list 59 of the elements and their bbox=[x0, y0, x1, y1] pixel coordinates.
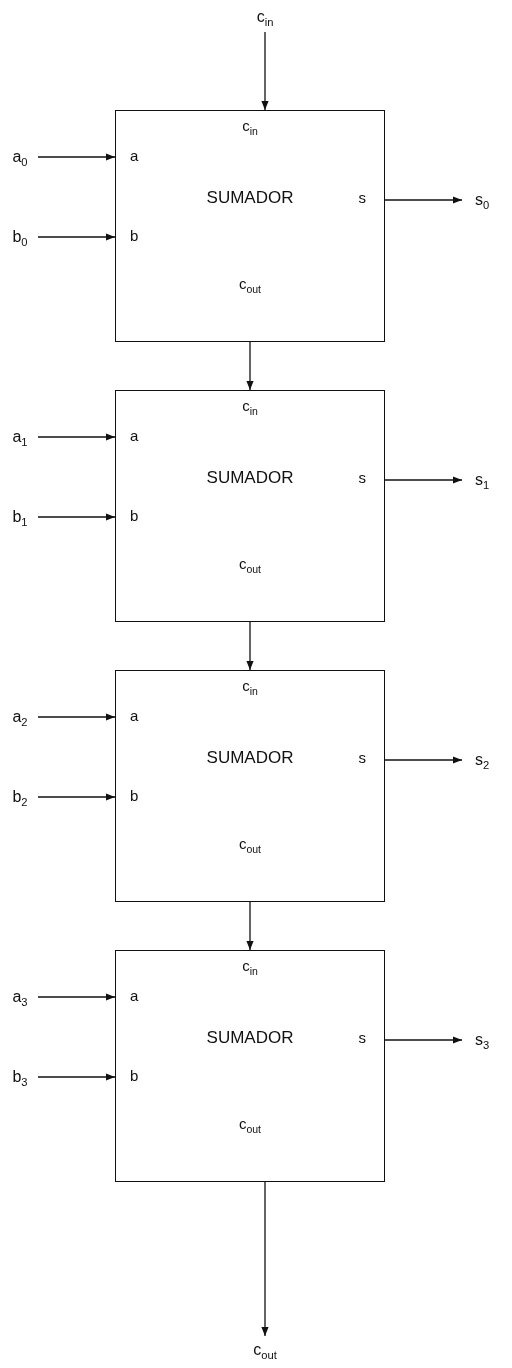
port-label: c$_{in}$ bbox=[242, 957, 258, 974]
adder-block bbox=[115, 110, 385, 342]
signal-label: b$_{2}$ bbox=[12, 788, 28, 806]
port-label: a bbox=[130, 707, 139, 724]
arrow bbox=[261, 31, 269, 111]
arrow bbox=[384, 1036, 463, 1044]
signal-label: b$_{3}$ bbox=[12, 1068, 28, 1086]
arrow bbox=[37, 513, 116, 521]
signal-label: b$_{0}$ bbox=[12, 228, 28, 246]
port-label: s bbox=[358, 749, 366, 766]
arrow bbox=[384, 476, 463, 484]
arrow bbox=[384, 756, 463, 764]
port-label: a bbox=[130, 987, 139, 1004]
port-label: c$_{out}$ bbox=[238, 835, 262, 852]
arrow bbox=[37, 153, 116, 161]
signal-label: c$_{in}$ bbox=[256, 8, 274, 26]
port-label: b bbox=[130, 507, 139, 524]
arrow bbox=[37, 1073, 116, 1081]
port-label: s bbox=[358, 189, 366, 206]
signal-label: s$_{1}$ bbox=[474, 471, 490, 489]
signal-label: a$_{0}$ bbox=[12, 148, 28, 166]
port-label: c$_{in}$ bbox=[242, 117, 258, 134]
arrow bbox=[37, 993, 116, 1001]
signal-label: s$_{3}$ bbox=[474, 1031, 490, 1049]
port-label: c$_{out}$ bbox=[238, 555, 262, 572]
signal-label: a$_{1}$ bbox=[12, 428, 28, 446]
port-label: s bbox=[358, 469, 366, 486]
block-title: SUMADOR bbox=[206, 1028, 294, 1048]
adder-block bbox=[115, 390, 385, 622]
arrow bbox=[37, 233, 116, 241]
signal-label: a$_{2}$ bbox=[12, 708, 28, 726]
port-label: s bbox=[358, 1029, 366, 1046]
port-label: b bbox=[130, 787, 139, 804]
adder-block bbox=[115, 670, 385, 902]
arrow bbox=[37, 433, 116, 441]
arrow bbox=[384, 196, 463, 204]
port-label: c$_{in}$ bbox=[242, 397, 258, 414]
port-label: a bbox=[130, 147, 139, 164]
block-title: SUMADOR bbox=[206, 468, 294, 488]
block-title: SUMADOR bbox=[206, 188, 294, 208]
arrow bbox=[246, 901, 254, 951]
signal-label: s$_{2}$ bbox=[474, 751, 490, 769]
arrow bbox=[37, 793, 116, 801]
signal-label: s$_{0}$ bbox=[474, 191, 490, 209]
port-label: b bbox=[130, 1067, 139, 1084]
signal-label: c$_{out}$ bbox=[253, 1341, 277, 1359]
arrow bbox=[37, 713, 116, 721]
port-label: a bbox=[130, 427, 139, 444]
port-label: c$_{out}$ bbox=[238, 275, 262, 292]
signal-label: b$_{1}$ bbox=[12, 508, 28, 526]
signal-label: a$_{3}$ bbox=[12, 988, 28, 1006]
arrow bbox=[246, 621, 254, 671]
port-label: b bbox=[130, 227, 139, 244]
port-label: c$_{out}$ bbox=[238, 1115, 262, 1132]
port-label: c$_{in}$ bbox=[242, 677, 258, 694]
block-title: SUMADOR bbox=[206, 748, 294, 768]
arrow bbox=[261, 1181, 269, 1337]
adder-block bbox=[115, 950, 385, 1182]
arrow bbox=[246, 341, 254, 391]
